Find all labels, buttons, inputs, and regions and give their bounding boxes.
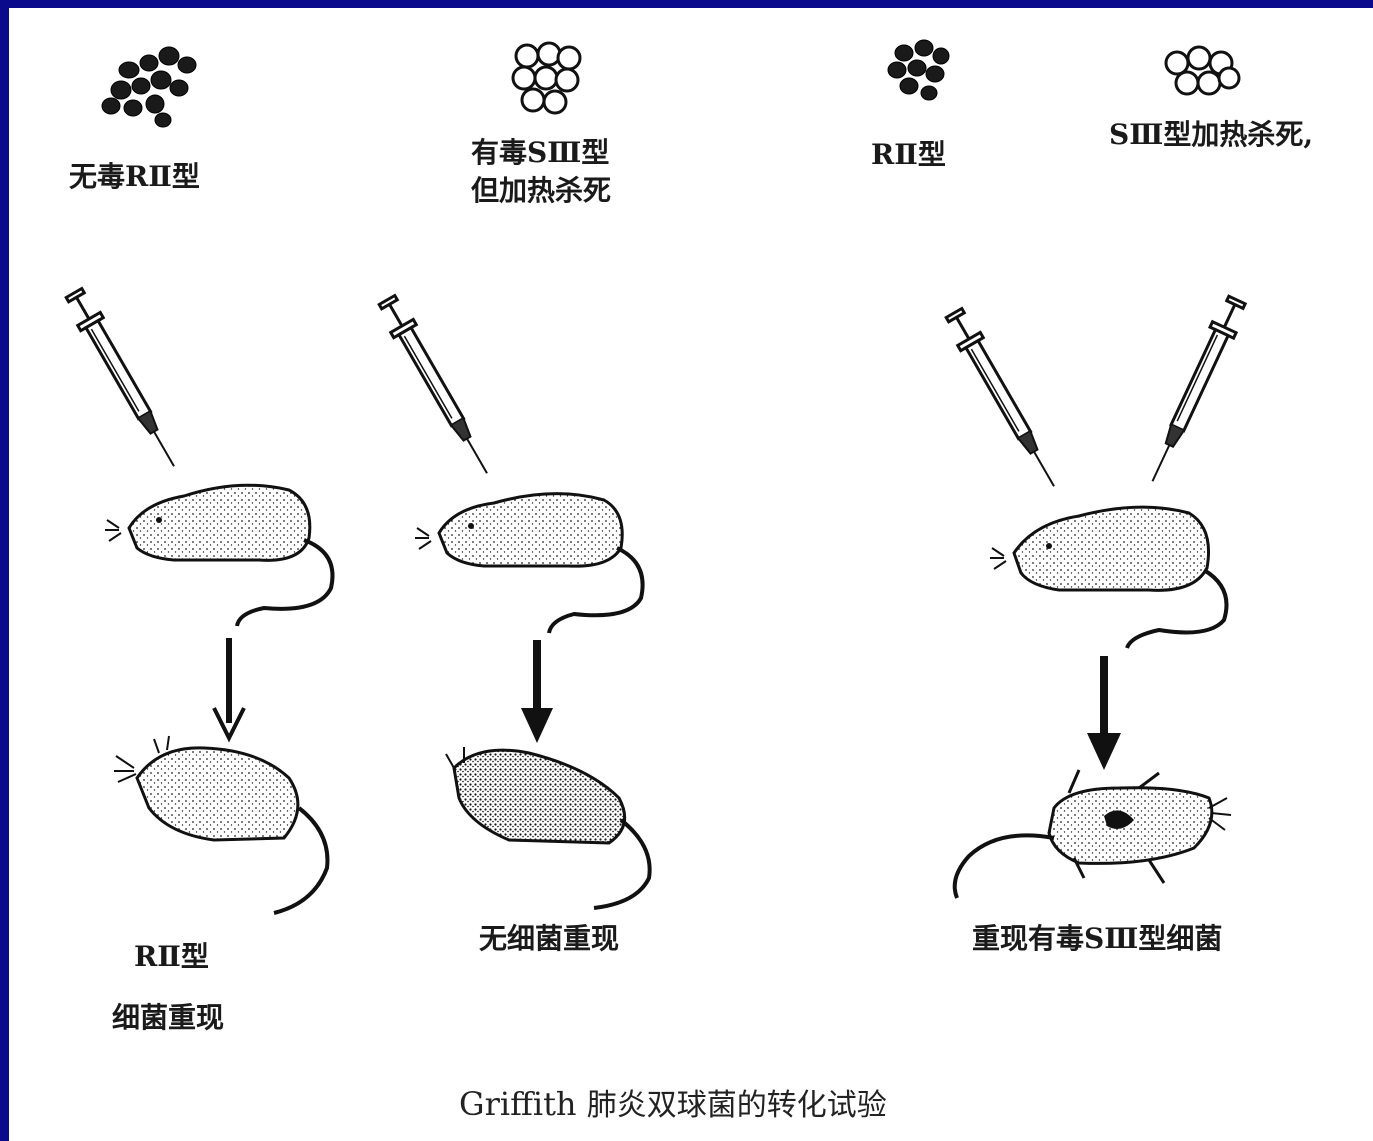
mouse-alive-2 [446,747,650,908]
mouse-alive-1 [114,736,327,913]
figure-frame: 无毒RⅡ型 有毒SⅢ型 但加热杀死 RⅡ型 SⅢ型加热杀死, RⅡ型 细菌重现 … [9,8,1373,1141]
label-exp3-bacteria-b: SⅢ型加热杀死, [1109,118,1313,152]
syringe-3 [943,307,1066,493]
label-exp1-result-line2: 细菌重现 [112,1001,224,1035]
caption-latin: Griffith [459,1085,577,1123]
smooth-bacteria-cluster-1 [513,43,580,113]
label-exp2-bacteria-line2: 但加热杀死 [471,174,611,208]
illustration [9,8,1373,1141]
syringe-2 [376,294,499,480]
mouse-dead-3 [955,770,1231,898]
smooth-bacteria-cluster-2 [1166,47,1239,94]
label-exp1-result-line1: RⅡ型 [134,940,209,974]
figure-caption: Griffith 肺炎双球菌的转化试验 [459,1080,887,1124]
mouse-injected-1 [105,485,332,626]
label-exp3-result: 重现有毒SⅢ型细菌 [972,922,1222,956]
mouse-injected-3 [990,507,1227,648]
label-exp1-bacteria: 无毒RⅡ型 [69,160,200,194]
mouse-injected-2 [415,494,643,633]
arrow-1 [214,638,244,738]
rough-bacteria-cluster-2 [888,40,949,100]
arrow-3 [1087,656,1121,770]
label-exp2-bacteria-line1: 有毒SⅢ型 [471,136,609,170]
label-exp2-result: 无细菌重现 [479,922,619,956]
label-exp3-bacteria-a: RⅡ型 [871,138,946,172]
caption-chinese: 肺炎双球菌的转化试验 [587,1088,887,1123]
arrow-2 [521,640,553,743]
syringe-4 [1141,295,1249,487]
rough-bacteria-cluster-1 [102,47,196,127]
syringe-1 [63,287,186,473]
